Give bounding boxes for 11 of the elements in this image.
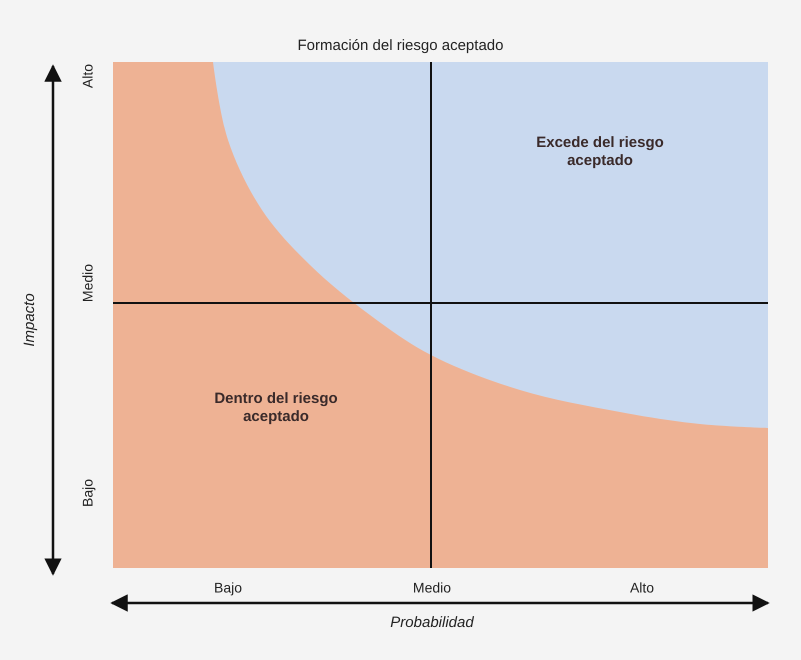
axis-title: Impacto xyxy=(21,293,39,347)
axis-tick-label: Bajo xyxy=(80,478,96,508)
axis-tick-label: Alto xyxy=(80,64,96,88)
axis-title: Probabilidad xyxy=(390,614,474,632)
axis-tick-label: Medio xyxy=(412,580,452,596)
chart-title: Formación del riesgo aceptado xyxy=(298,37,504,54)
region-label: Dentro del riesgo aceptado xyxy=(213,390,339,426)
axis-tick-label: Bajo xyxy=(214,580,242,596)
region-label: Excede del riesgo aceptado xyxy=(535,134,665,170)
axis-tick-label: Medio xyxy=(80,264,96,302)
axis-tick-label: Alto xyxy=(630,580,654,596)
